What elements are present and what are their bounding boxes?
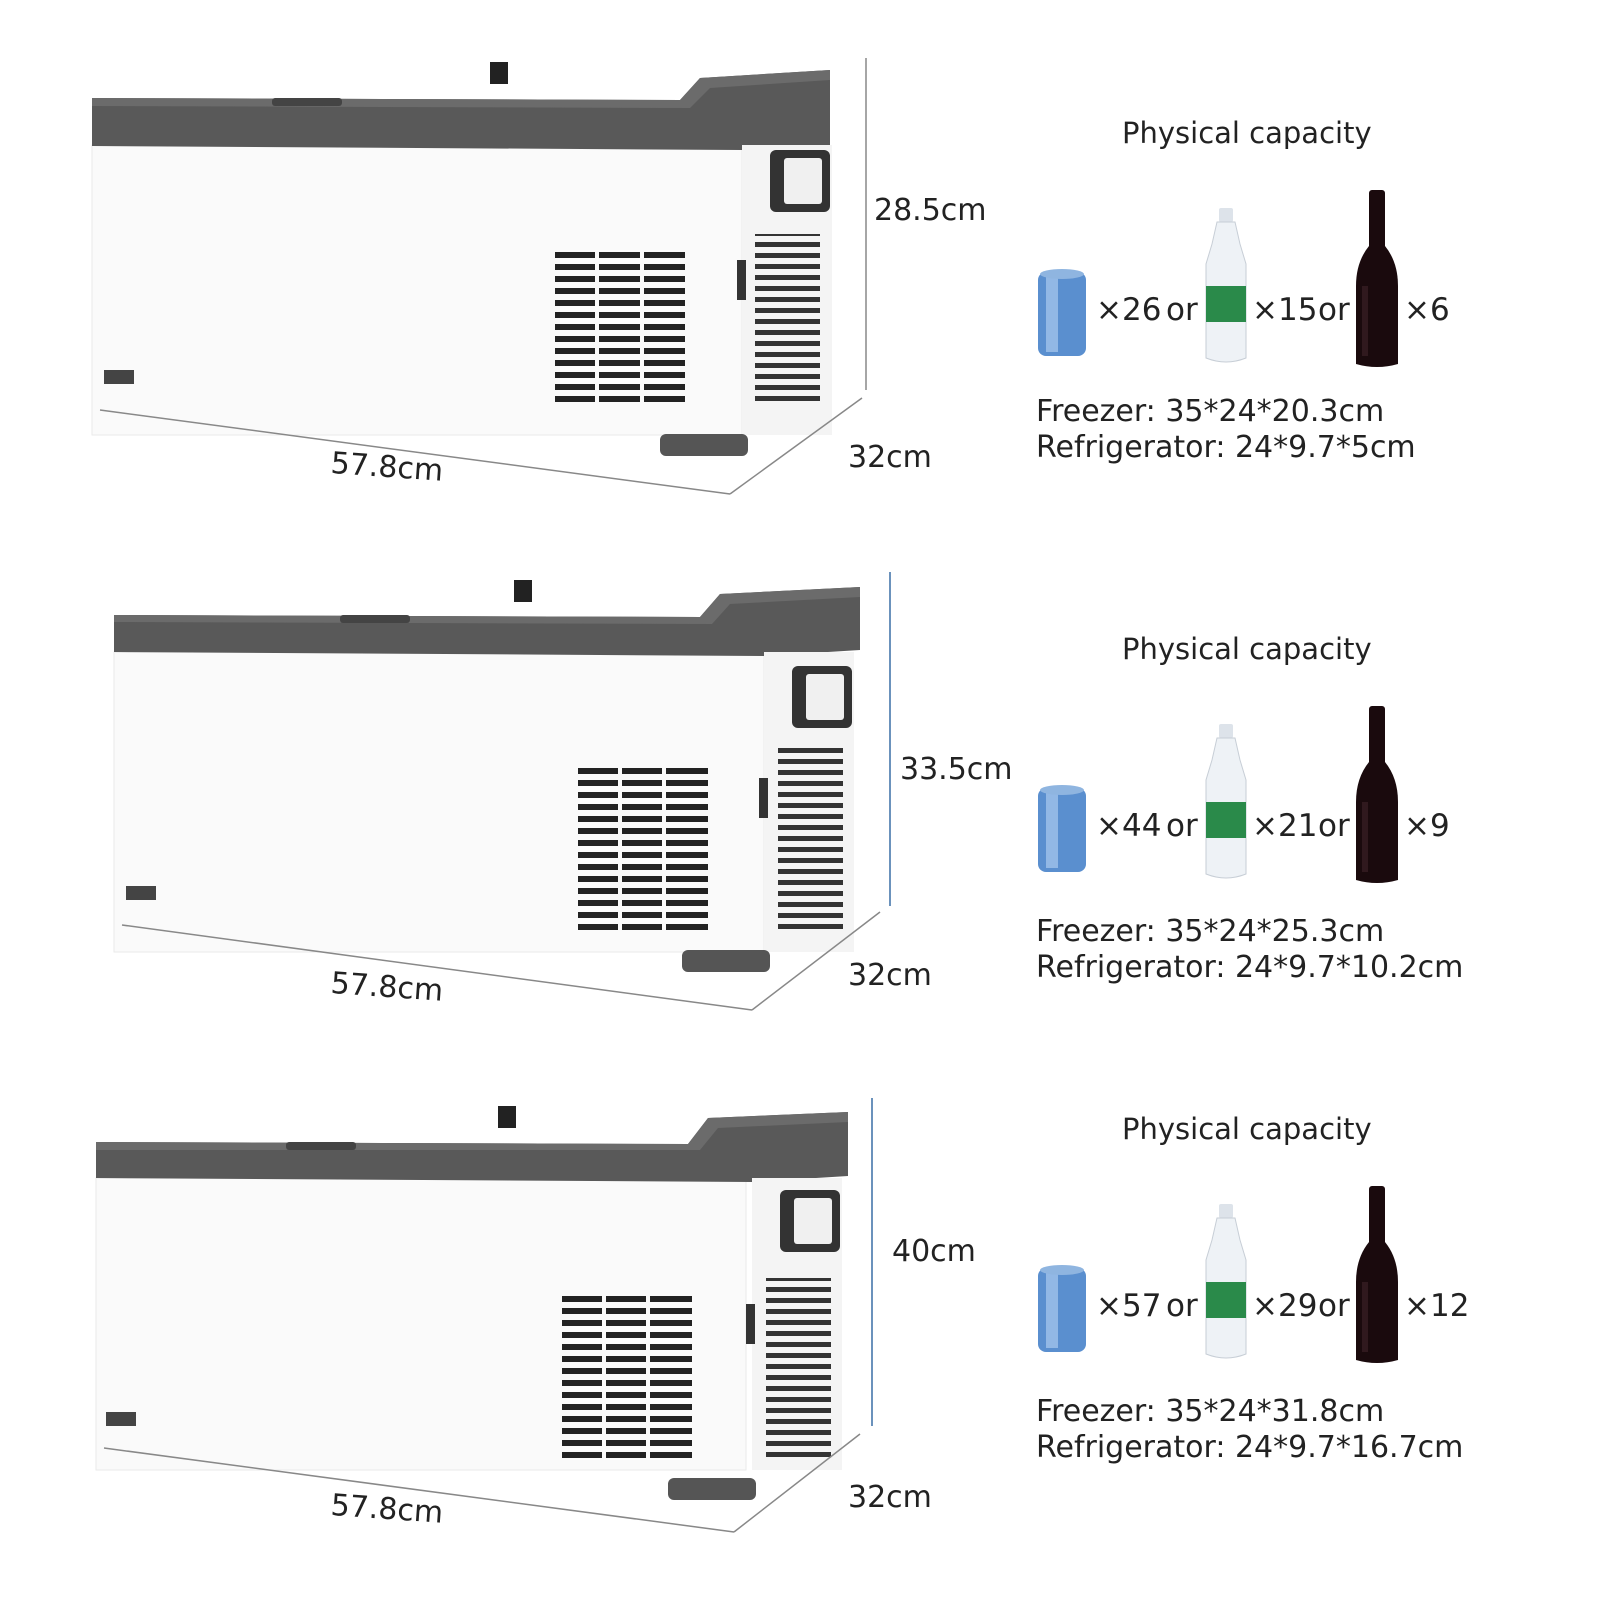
or-separator: or (1318, 1288, 1350, 1324)
depth-label: 32cm (848, 440, 932, 475)
refrigerator-dimensions: Refrigerator: 24*9.7*10.2cm (1036, 950, 1464, 985)
wine-bottle-count: ×6 (1404, 292, 1450, 328)
height-label: 33.5cm (900, 752, 1013, 787)
can-icon (1038, 1265, 1086, 1352)
wine-bottle-icon (1356, 1186, 1398, 1363)
depth-label: 32cm (848, 958, 932, 993)
water-bottle-icon (1205, 1204, 1247, 1359)
depth-label: 32cm (848, 1480, 932, 1515)
water-bottle-count: ×21 (1252, 808, 1318, 844)
wine-bottle-icon (1356, 706, 1398, 883)
height-label: 40cm (892, 1234, 976, 1269)
water-bottle-count: ×15 (1252, 292, 1318, 328)
fridge-3 (95, 1090, 873, 1533)
fridge-1 (91, 58, 867, 495)
or-separator: or (1166, 292, 1198, 328)
refrigerator-dimensions: Refrigerator: 24*9.7*16.7cm (1036, 1430, 1464, 1465)
water-bottle-icon (1205, 208, 1247, 363)
capacity-title: Physical capacity (1122, 632, 1372, 666)
capacity-title: Physical capacity (1122, 116, 1372, 150)
or-separator: or (1318, 292, 1350, 328)
water-bottle-icon (1205, 724, 1247, 879)
or-separator: or (1318, 808, 1350, 844)
wine-bottle-count: ×9 (1404, 808, 1450, 844)
can-count: ×57 (1096, 1288, 1162, 1324)
water-bottle-count: ×29 (1252, 1288, 1318, 1324)
can-count: ×44 (1096, 808, 1162, 844)
freezer-dimensions: Freezer: 35*24*25.3cm (1036, 914, 1385, 949)
capacity-title: Physical capacity (1122, 1112, 1372, 1146)
wine-bottle-count: ×12 (1404, 1288, 1470, 1324)
can-icon (1038, 785, 1086, 872)
freezer-dimensions: Freezer: 35*24*31.8cm (1036, 1394, 1385, 1429)
or-separator: or (1166, 1288, 1198, 1324)
freezer-dimensions: Freezer: 35*24*20.3cm (1036, 394, 1385, 429)
refrigerator-dimensions: Refrigerator: 24*9.7*5cm (1036, 430, 1416, 465)
wine-bottle-icon (1356, 190, 1398, 367)
or-separator: or (1166, 808, 1198, 844)
fridge-2 (113, 570, 891, 1011)
can-count: ×26 (1096, 292, 1162, 328)
height-label: 28.5cm (874, 193, 987, 228)
can-icon (1038, 269, 1086, 356)
